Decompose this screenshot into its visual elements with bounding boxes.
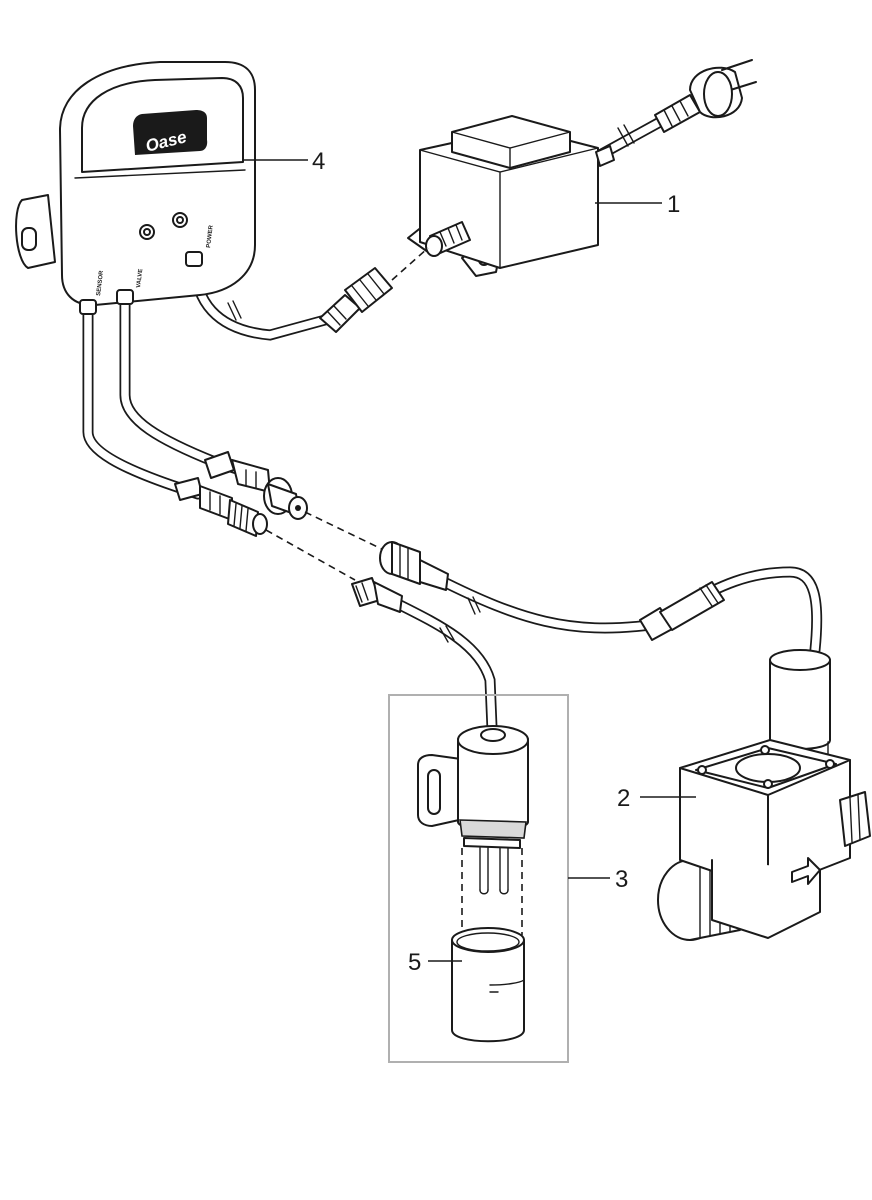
flow-arrow-icon <box>791 857 821 885</box>
controller-cable-plugs <box>174 451 389 581</box>
brand-badge <box>133 110 208 155</box>
controller-unit: Oase SENSOR VALVE POWER <box>15 61 256 315</box>
callout-2: 2 <box>617 785 630 812</box>
mounting-hole <box>21 227 37 251</box>
power-connector <box>319 247 429 333</box>
callout-4: 4 <box>312 148 325 175</box>
bracket-slot <box>427 769 441 815</box>
callout-1: 1 <box>667 191 680 218</box>
solenoid-valve <box>657 649 871 941</box>
port-label-power: POWER <box>206 224 215 248</box>
port-label-sensor: SENSOR <box>96 270 105 297</box>
callouts: 4 1 2 3 5 <box>243 148 696 976</box>
protective-sleeve <box>451 927 525 1043</box>
callout-3: 3 <box>615 866 628 893</box>
extension-connectors <box>351 541 725 641</box>
transformer <box>407 115 615 277</box>
callout-5: 5 <box>408 949 421 976</box>
port-label-valve: VALVE <box>136 269 144 289</box>
water-level-sensor <box>417 725 529 935</box>
mains-plug <box>654 59 757 133</box>
cables <box>82 116 823 734</box>
